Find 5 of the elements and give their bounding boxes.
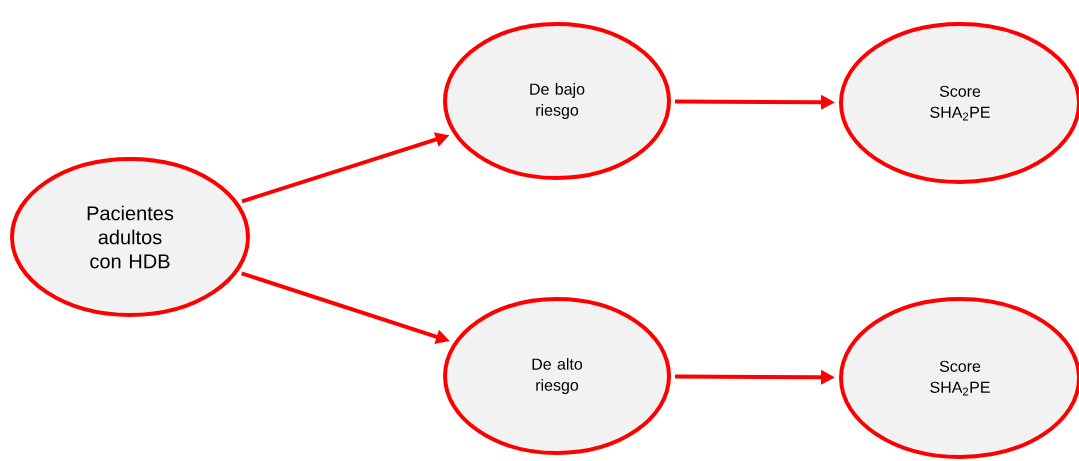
ellipse-node: De alto riesgo <box>443 297 671 455</box>
ellipse-node: De bajo riesgo <box>443 22 671 180</box>
ellipse-node: Score SHA$_{2}$PE <box>839 297 1079 459</box>
ellipse-node: Score SHA$_{2}$PE <box>839 22 1079 184</box>
ellipse-node: Pacientes adultos con HDB <box>10 157 250 317</box>
